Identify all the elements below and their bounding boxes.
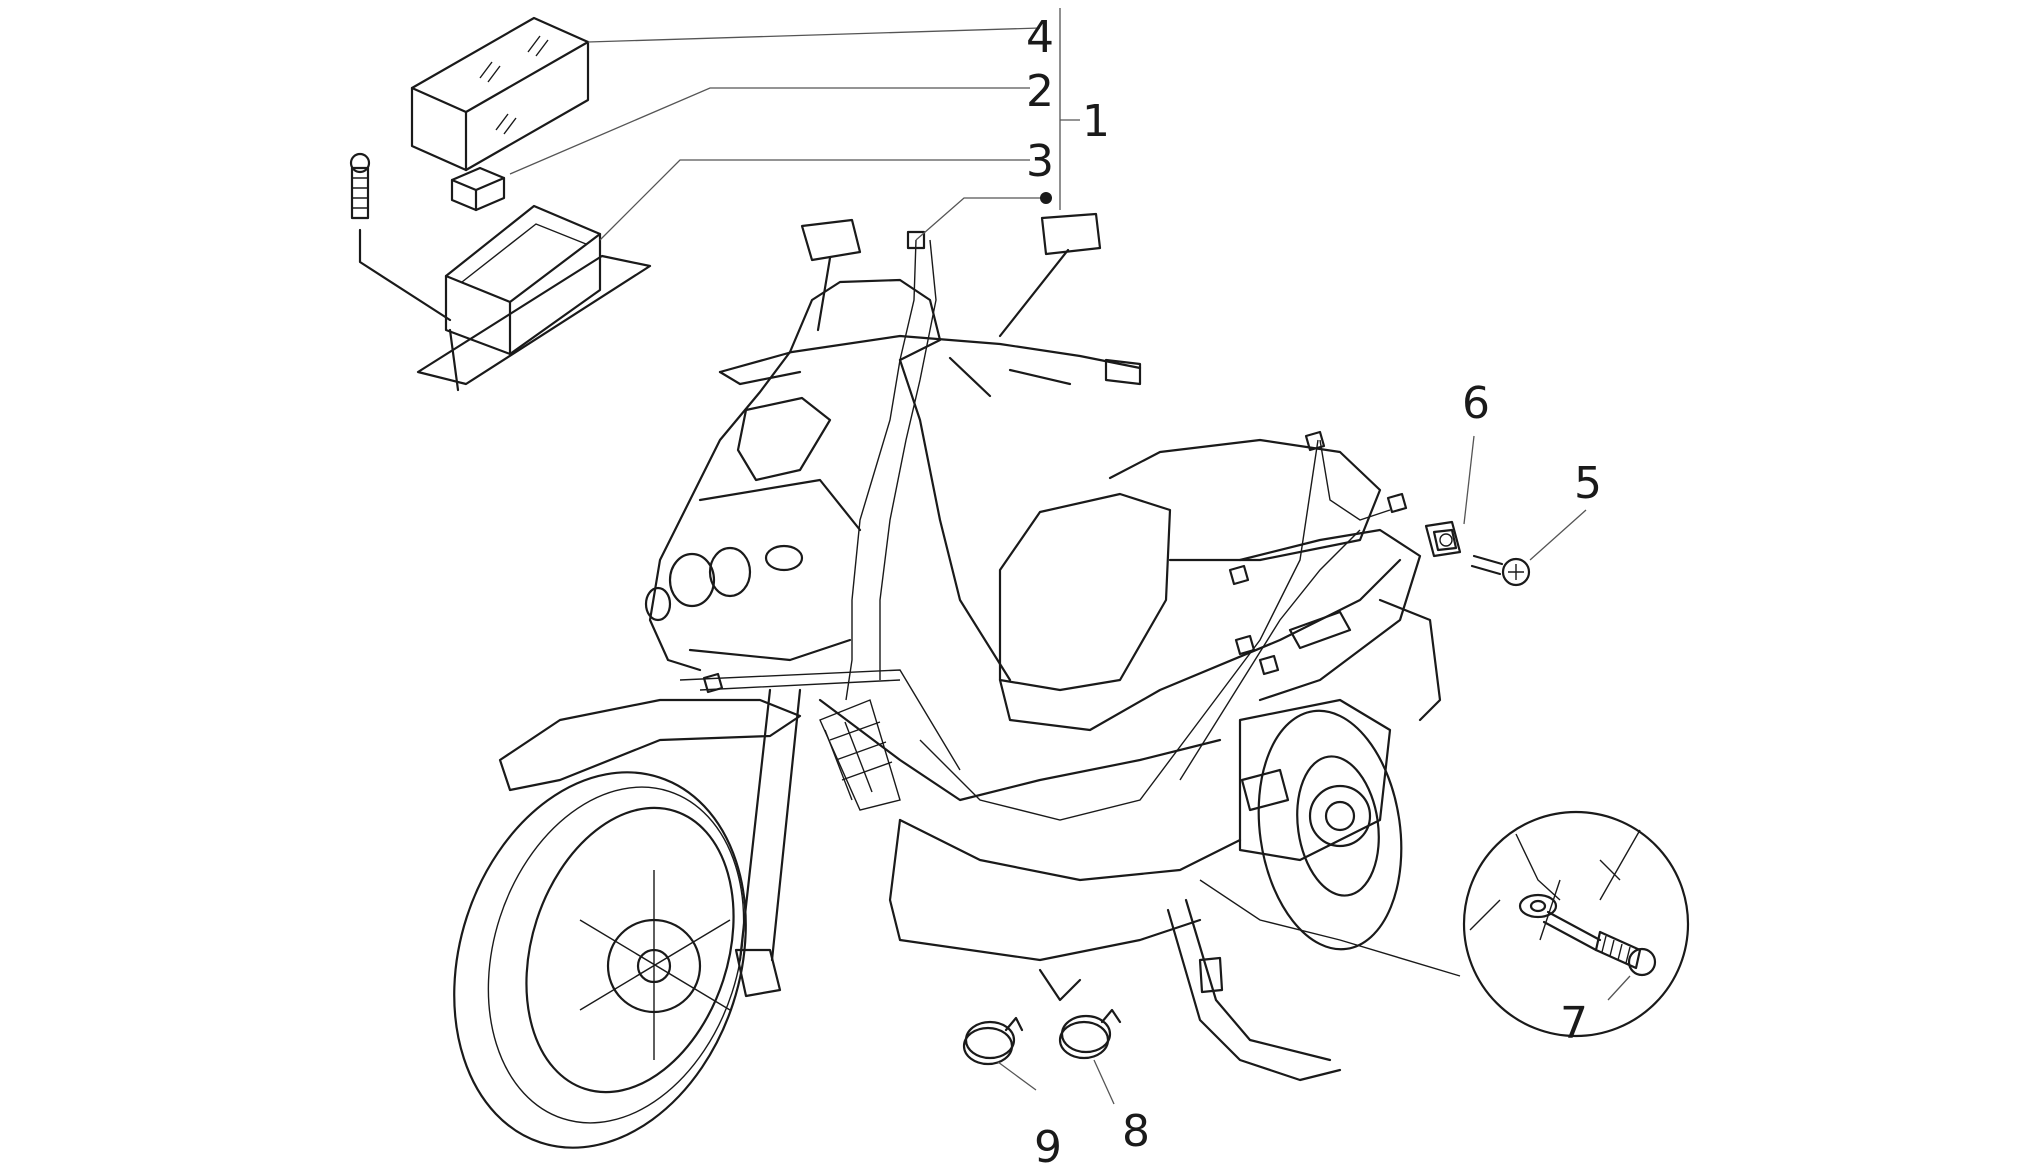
part-screw-5 — [1470, 554, 1531, 587]
callout-1: 1 — [1082, 96, 1110, 147]
detail-circle — [1462, 810, 1690, 1038]
callout-8: 8 — [1122, 1106, 1150, 1157]
callout-labels: 4 2 1 3 6 5 7 9 8 — [1026, 12, 1602, 1167]
callout-4: 4 — [1026, 12, 1054, 63]
callout-6: 6 — [1462, 378, 1490, 429]
callout-9: 9 — [1034, 1122, 1062, 1167]
scooter-outline — [453, 212, 1461, 1149]
leader-lines — [509, 8, 1631, 1105]
part-clamp-8 — [1058, 1008, 1122, 1060]
callout-7: 7 — [1560, 998, 1588, 1049]
part-clamp-9 — [962, 1016, 1024, 1066]
callout-3: 3 — [1026, 136, 1054, 187]
callout-2: 2 — [1026, 66, 1054, 117]
part-battery — [410, 16, 590, 172]
callout-5: 5 — [1574, 458, 1602, 509]
part-battery-tray — [349, 152, 652, 392]
part-clip-nut — [1424, 520, 1462, 558]
part-cover — [450, 166, 506, 212]
